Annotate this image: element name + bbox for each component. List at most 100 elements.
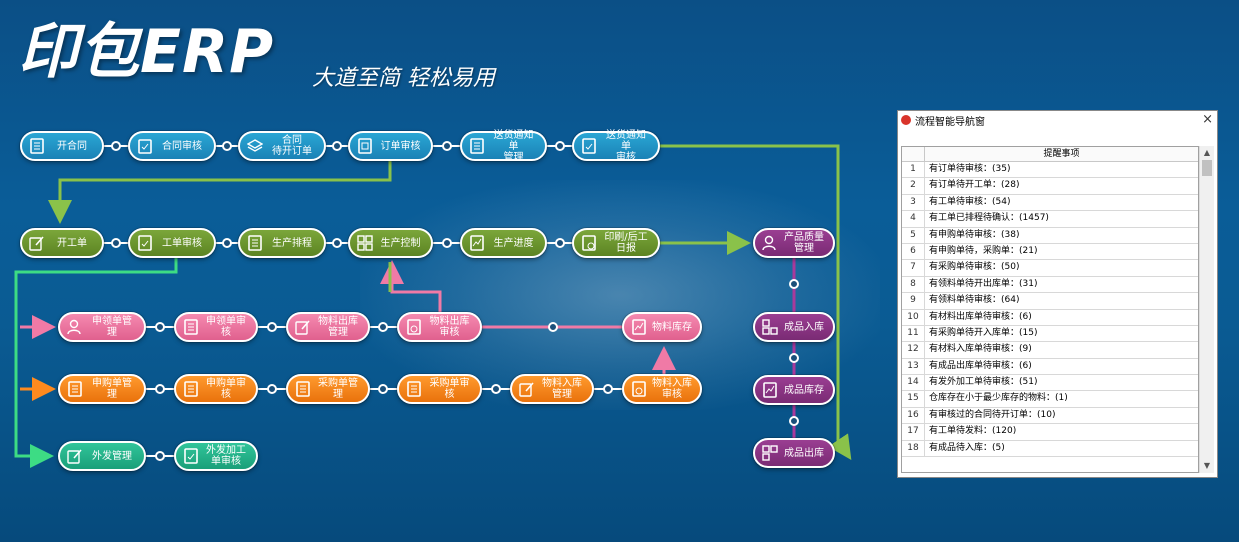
document-check-icon: [136, 234, 154, 252]
node-contract-pending-order[interactable]: 合同 待开订单: [238, 131, 326, 161]
node-production-control[interactable]: 生产控制: [348, 228, 433, 258]
node-label: 工单审核: [162, 237, 202, 249]
node-label: 合同审核: [162, 140, 202, 152]
node-open-work-order[interactable]: 开工单: [20, 228, 104, 258]
row-number: 8: [902, 276, 925, 293]
node-order-review[interactable]: 订单审核: [348, 131, 433, 161]
grid-icon: [761, 318, 779, 336]
reminder-text: 有订单待审核：(35): [929, 164, 1011, 174]
document-icon: [182, 380, 200, 398]
node-production-schedule[interactable]: 生产排程: [238, 228, 326, 258]
node-purchase-request-manage[interactable]: 申购单管理: [58, 374, 146, 404]
document-icon: [468, 137, 486, 155]
close-button[interactable]: ×: [1202, 112, 1213, 127]
node-material-inventory[interactable]: 物料库存: [622, 312, 702, 342]
node-label: 成品出库: [784, 447, 824, 459]
reminder-text: 有发外加工单待审核：(51): [929, 377, 1038, 388]
edit-icon: [294, 318, 312, 336]
node-label: 物料入库 审核: [652, 378, 692, 400]
row-number: 7: [902, 260, 925, 276]
row-number: 6: [902, 243, 925, 260]
node-outsource-manage[interactable]: 外发管理: [58, 441, 146, 471]
scroll-thumb[interactable]: [1202, 160, 1212, 176]
scroll-down-button[interactable]: ▼: [1203, 461, 1211, 470]
node-contract-review[interactable]: 合同审核: [128, 131, 216, 161]
logo: 印包ERP: [18, 17, 275, 87]
row-number: 11: [902, 325, 925, 342]
reminder-text: 有领料单待开出库单：(31): [929, 278, 1038, 289]
progress-icon: [468, 234, 486, 252]
chart-icon: [630, 318, 648, 336]
node-delivery-notice-review[interactable]: 送货通知单 审核: [572, 129, 660, 163]
row-number: 10: [902, 309, 925, 325]
reminder-text: 有申购单待审核：(38): [929, 229, 1020, 240]
reminder-text: 仓库存在小于最少库存的物料：(1): [929, 393, 1068, 404]
node-material-out-review[interactable]: 物料出库 审核: [397, 312, 482, 342]
column-header[interactable]: 提醒事项: [1043, 149, 1080, 159]
node-production-progress[interactable]: 生产进度: [460, 228, 547, 258]
document-check-icon: [405, 318, 423, 336]
reminder-text: 有工单待发料：(120): [929, 426, 1017, 437]
row-number: 13: [902, 358, 925, 375]
table-row[interactable]: 8 有领料单待开出库单：(31): [902, 276, 1198, 294]
node-finished-goods-inventory[interactable]: 成品库存: [753, 375, 835, 405]
table-row[interactable]: 11 有采购单待开入库单：(15): [902, 325, 1198, 343]
row-number: 2: [902, 178, 925, 194]
reminder-text: 有工单待审核：(54): [929, 196, 1011, 207]
table-row[interactable]: 7 有采购单待审核：(50): [902, 260, 1198, 277]
node-label: 采购单管理: [318, 378, 358, 400]
node-label: 申领单管理: [92, 316, 132, 338]
document-icon: [246, 234, 264, 252]
node-material-out-manage[interactable]: 物料出库 管理: [286, 312, 370, 342]
reminder-text: 有采购单待开入库单：(15): [929, 327, 1038, 338]
node-label: 合同 待开订单: [272, 135, 312, 157]
node-print-daily-report[interactable]: 印刷/后工 日报: [572, 228, 660, 258]
node-purchase-request-review[interactable]: 申购单审核: [174, 374, 258, 404]
node-label: 开合同: [57, 140, 87, 152]
node-purchase-order-manage[interactable]: 采购单管理: [286, 374, 370, 404]
document-icon: [294, 380, 312, 398]
node-requisition-manage[interactable]: 申领单管理: [58, 312, 146, 342]
node-label: 申购单审核: [206, 378, 246, 400]
vertical-scrollbar[interactable]: ▲ ▼: [1199, 146, 1214, 473]
row-number: 4: [902, 211, 925, 227]
node-delivery-notice-manage[interactable]: 送货通知单 管理: [460, 130, 547, 163]
node-label: 外发管理: [92, 450, 132, 462]
scroll-up-button[interactable]: ▲: [1203, 148, 1211, 157]
grid-icon: [356, 234, 374, 252]
node-label: 成品入库: [784, 321, 824, 333]
node-label: 申购单管理: [92, 378, 132, 400]
node-label: 送货通知单 审核: [606, 129, 646, 163]
dialog-title: 流程智能导航窗: [915, 116, 985, 128]
node-open-contract[interactable]: 开合同: [20, 131, 104, 161]
node-work-order-review[interactable]: 工单审核: [128, 228, 216, 258]
node-material-in-review[interactable]: 物料入库 审核: [622, 374, 702, 404]
node-label: 订单审核: [380, 140, 421, 152]
node-purchase-order-review[interactable]: 采购单审核: [397, 374, 482, 404]
node-label: 生产排程: [272, 237, 312, 249]
node-requisition-review[interactable]: 申领单审核: [174, 312, 258, 342]
node-outsource-review[interactable]: 外发加工 单审核: [174, 441, 258, 471]
reminder-text: 有材料入库单待审核：(9): [929, 344, 1032, 355]
node-finished-goods-out[interactable]: 成品出库: [753, 438, 835, 468]
node-quality-manage[interactable]: 产品质量 管理: [753, 228, 835, 258]
edit-icon: [518, 380, 536, 398]
node-finished-goods-in[interactable]: 成品入库: [753, 312, 835, 342]
node-material-in-manage[interactable]: 物料入库 管理: [510, 374, 594, 404]
reminder-text: 有采购单待审核：(50): [929, 262, 1020, 273]
